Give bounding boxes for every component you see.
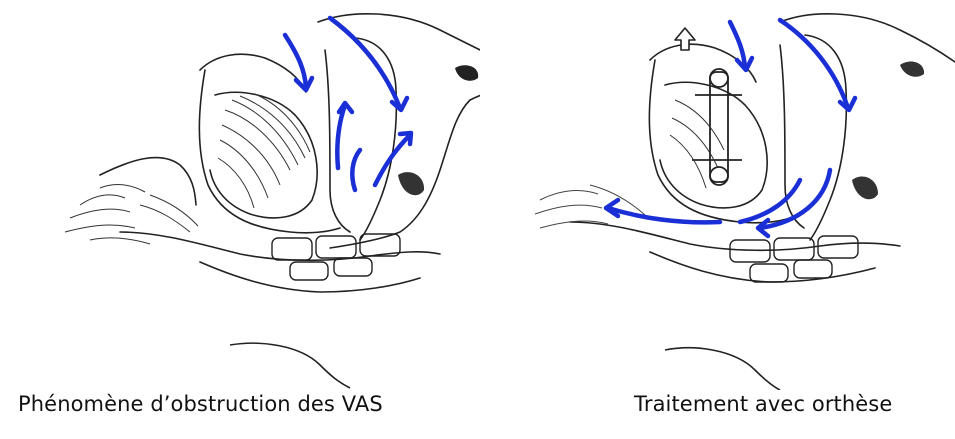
- airway-treatment-illustration: [480, 0, 955, 390]
- airflow-arrow-3: [760, 170, 830, 228]
- tongue-striations: [218, 94, 310, 208]
- chin-curve: [230, 343, 350, 388]
- airway-inner-wall: [355, 38, 396, 240]
- caption-treatment: Traitement avec orthèse: [634, 392, 892, 416]
- sinus-dark-upper: [455, 65, 478, 81]
- airflow-arrow-3: [337, 105, 345, 168]
- sinus-dark-upper: [900, 62, 924, 77]
- chin-curve: [665, 348, 780, 390]
- caption-obstruction: Phénomène d’obstruction des VAS: [18, 392, 383, 416]
- right-panel-treatment: Traitement avec orthèse: [480, 0, 955, 439]
- airflow-arrow-4: [740, 180, 800, 222]
- jaw-lower-outline: [650, 252, 875, 282]
- up-arrow-icon: [675, 28, 695, 50]
- tongue-outline: [210, 92, 317, 218]
- neck-outline: [100, 158, 196, 205]
- airway-obstruction-illustration: [0, 0, 480, 390]
- nasal-cavity-outline: [318, 14, 480, 248]
- vertebrae: [730, 236, 858, 282]
- vertebrae: [272, 234, 400, 280]
- airflow-arrow-4: [352, 150, 360, 190]
- jaw-lower-outline: [200, 262, 420, 292]
- nasal-cavity-outline: [780, 14, 955, 62]
- sinus-dark-lower: [398, 172, 424, 195]
- tongue-outline: [660, 82, 767, 208]
- throat-texture: [535, 185, 645, 228]
- airflow-arrow-2: [780, 20, 848, 108]
- palate-outline: [200, 54, 306, 92]
- throat-texture: [65, 185, 198, 244]
- oral-orthosis-device: [692, 69, 742, 185]
- airflow-arrows: [285, 18, 411, 190]
- left-panel-obstruction: Phénomène d’obstruction des VAS: [0, 0, 480, 439]
- tongue-striations: [670, 100, 724, 188]
- airflow-arrows: [606, 20, 855, 236]
- sinus-dark-lower: [852, 176, 878, 199]
